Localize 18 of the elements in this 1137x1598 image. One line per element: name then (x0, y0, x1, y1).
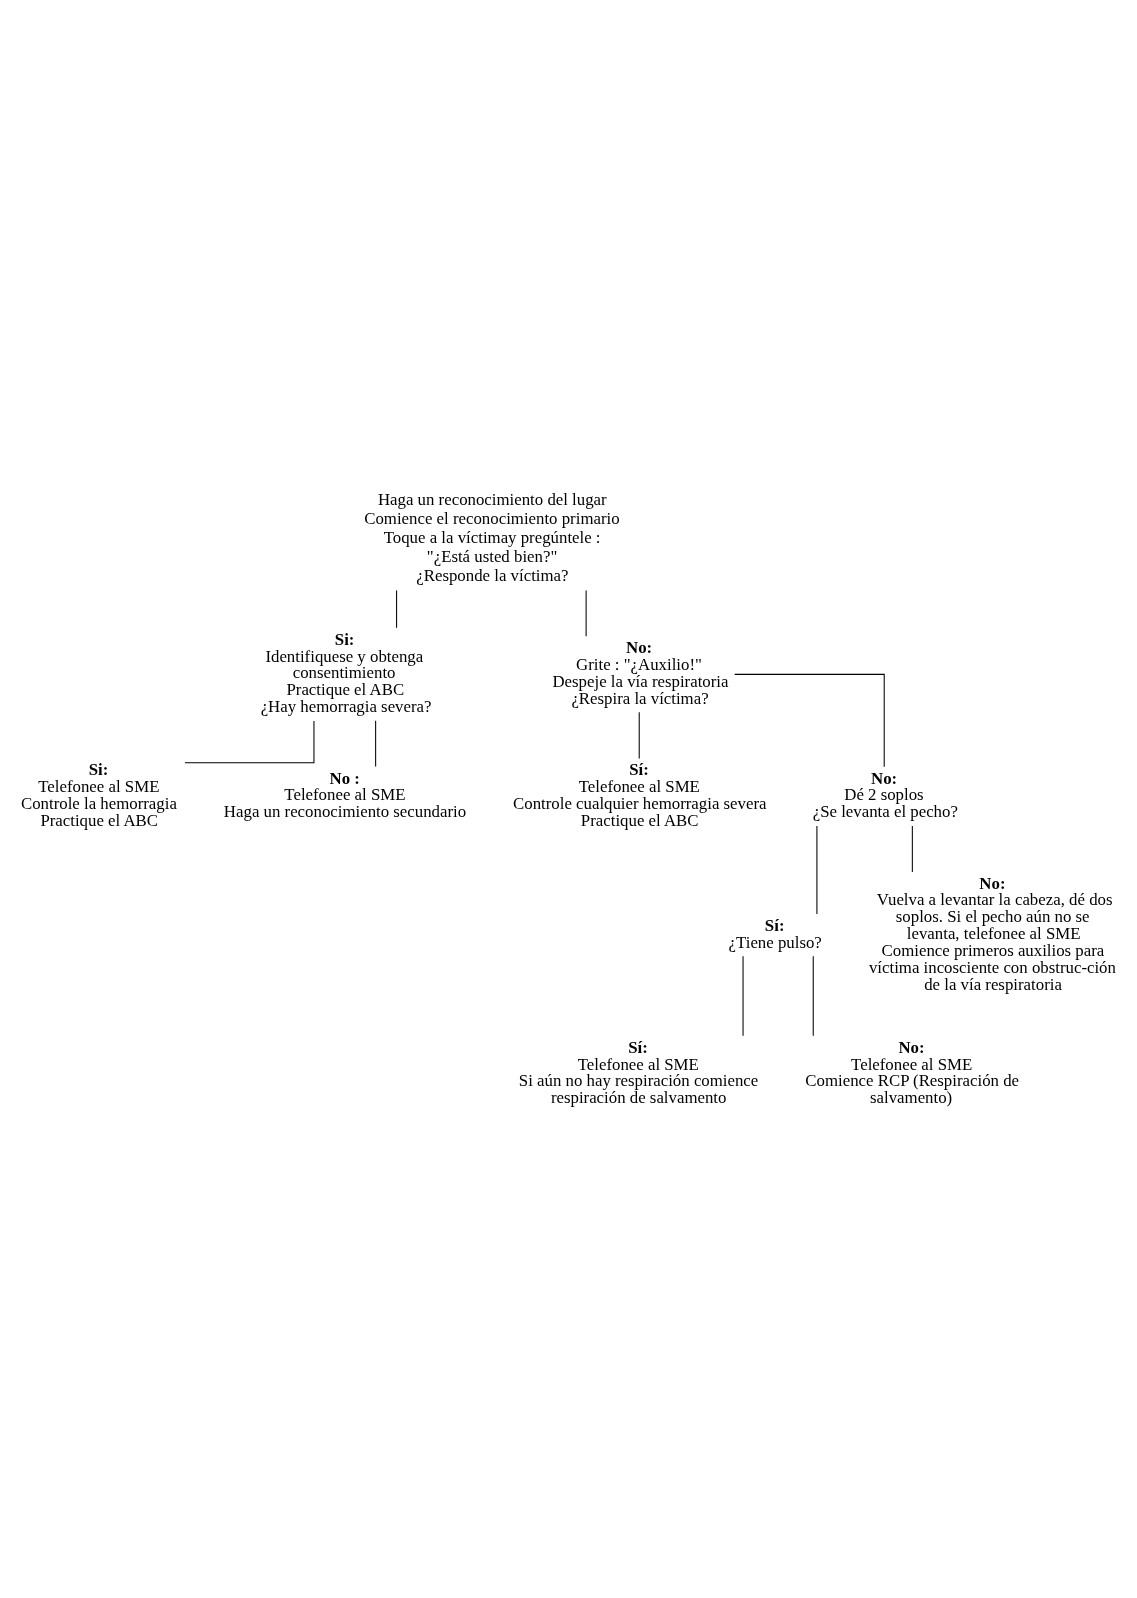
node-text: Sí: ¿Tiene pulso? (728, 915, 822, 952)
connector (184, 720, 315, 763)
node-text: Sí: Telefonee al SME Controle cualquier hemorragia severa Practique el ABC (513, 759, 767, 830)
node-text: Sí: Telefonee al SME Si aún no hay respiración comience respiración de salvamento (518, 1037, 759, 1107)
node-text: Si: Telefonee al SME Controle la hemorragia Practique el ABC (20, 759, 177, 830)
connector (911, 825, 913, 873)
node-text: No: Grite : "¿Auxilio!" Despeje la vía respiratoria ¿Respira la víctima? (552, 637, 729, 708)
node-text: Haga un reconocimiento del lugar Comience el reconocimiento primario Toque a la víctimay pregúntele : "¿Está usted bien?" ¿Responde la víctima? (364, 489, 620, 585)
node-text: No : Telefonee al SME Haga un reconocimiento secundario (223, 768, 467, 821)
connector (812, 955, 814, 1036)
connector (375, 719, 377, 767)
node-text: No: Dé 2 soplos ¿Se levanta el pecho? (812, 768, 958, 821)
node-text: No: Telefonee al SME Comience RCP (Respiración de salvamento) (805, 1037, 1020, 1107)
connector (638, 711, 640, 759)
connector (734, 673, 885, 767)
connector (396, 589, 398, 628)
node-text: No: Vuelva a levantar la cabeza, dé dos soplos. Si el pecho aún no se levanta, telefonee al SME Comience primeros auxilios para víctima incosciente con obstruc-ción de la vía respiratoria (868, 873, 1116, 994)
node-text: Si: Identifiquese y obtenga consentimiento Practique el ABC ¿Hay hemorragia severa? (260, 629, 432, 716)
